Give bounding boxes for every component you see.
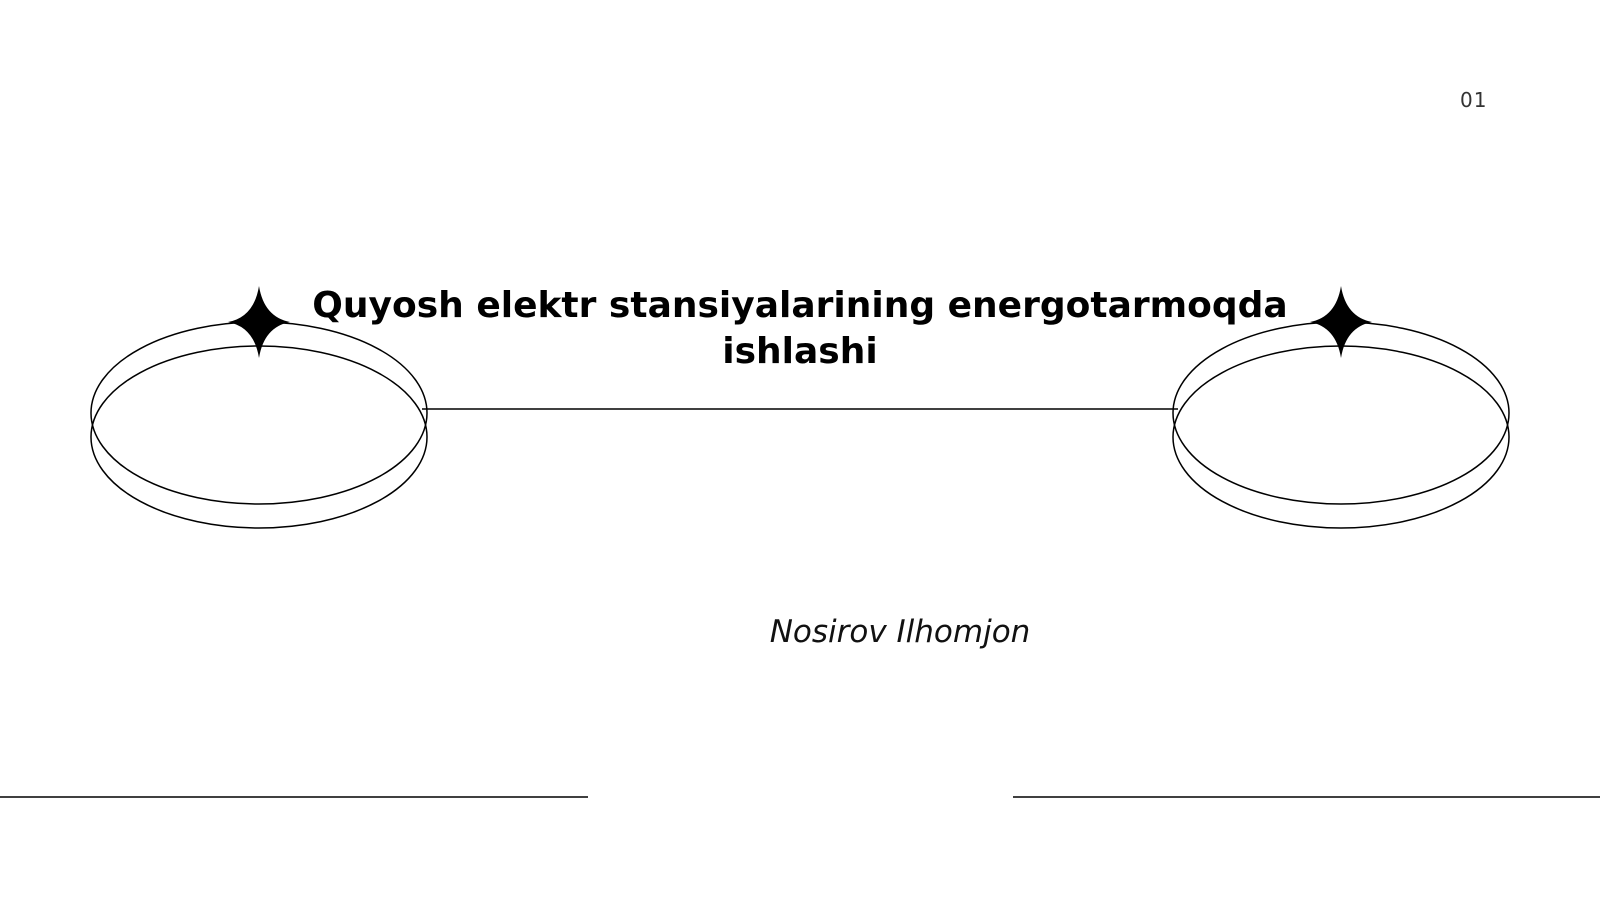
left-sparkle-icon (228, 286, 290, 358)
slide-title: Quyosh elektr stansiyalarining energotar… (312, 285, 1288, 372)
right-sparkle-icon (1310, 286, 1372, 358)
author-name: Nosirov Ilhomjon (769, 614, 1031, 650)
page-number: 01 (1460, 88, 1488, 112)
